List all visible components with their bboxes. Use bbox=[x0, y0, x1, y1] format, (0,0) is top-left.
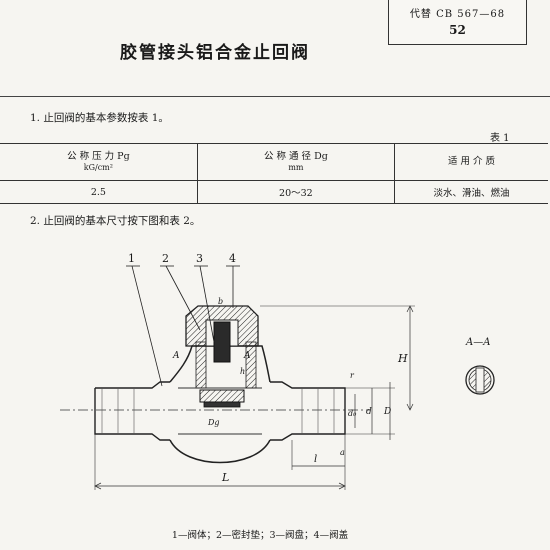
dim-r: r bbox=[350, 371, 355, 380]
parts-legend: 1—阀体；2—密封垫；3—阀盘；4—阀盖 bbox=[171, 530, 349, 541]
cell-pressure-value: 2.5 bbox=[0, 180, 198, 204]
part-label-1: 1 bbox=[128, 252, 135, 265]
dim-H: H bbox=[397, 352, 408, 365]
section-mark-a-right: A bbox=[243, 351, 251, 361]
dim-l: l bbox=[314, 454, 317, 465]
parameters-table: 公 称 压 力 Pg kG/cm² 公 称 通 径 Dg mm 适 用 介 质 … bbox=[0, 143, 548, 204]
header-medium-label: 适 用 介 质 bbox=[447, 156, 496, 167]
label-h: h bbox=[240, 367, 245, 376]
part-label-3: 3 bbox=[196, 252, 203, 265]
header-cell-medium: 适 用 介 质 bbox=[394, 143, 548, 181]
table-header-row: 公 称 压 力 Pg kG/cm² 公 称 通 径 Dg mm 适 用 介 质 bbox=[0, 143, 548, 181]
label-dg: Dg bbox=[207, 418, 220, 427]
body-wall-left bbox=[195, 341, 207, 389]
section-2-text: 2. 止回阀的基本尺寸按下图和表 2。 bbox=[30, 215, 201, 227]
dim-d0: d₀ bbox=[348, 409, 357, 418]
dim-a: a bbox=[340, 448, 345, 457]
left-hose-connector bbox=[94, 381, 170, 441]
table-1-label: 表 1 bbox=[490, 133, 510, 144]
document-title: 胶管接头铝合金止回阀 bbox=[120, 43, 310, 63]
section-mark-a-left: A bbox=[172, 351, 180, 361]
valve-disc-stem bbox=[213, 321, 231, 363]
header-pressure-unit: kG/cm² bbox=[83, 163, 113, 172]
replaces-standard-text: 代替 CB 567—68 bbox=[409, 9, 506, 20]
part-label-4: 4 bbox=[229, 252, 236, 265]
header-cell-pressure: 公 称 压 力 Pg kG/cm² bbox=[0, 143, 198, 181]
cell-diameter-value: 20～32 bbox=[196, 180, 395, 204]
dim-L: L bbox=[221, 471, 229, 484]
header-diameter-unit: mm bbox=[288, 163, 304, 172]
section-view-slot bbox=[475, 367, 485, 393]
section-view-label: A—A bbox=[465, 337, 490, 348]
section-1-text: 1. 止回阀的基本参数按表 1。 bbox=[30, 112, 169, 124]
part-label-2: 2 bbox=[162, 252, 169, 265]
right-hose-connector bbox=[270, 381, 346, 441]
cell-medium-value: 淡水、滑油、燃油 bbox=[394, 180, 548, 204]
header-diameter-label: 公 称 通 径 Dg bbox=[264, 151, 328, 162]
standard-stamp-box: 代替 CB 567—68 52 bbox=[388, 0, 527, 45]
header-pressure-label: 公 称 压 力 Pg bbox=[67, 151, 130, 162]
dim-d: d bbox=[366, 407, 372, 417]
label-b: b bbox=[218, 297, 223, 306]
table-row: 2.5 20～32 淡水、滑油、燃油 bbox=[0, 180, 548, 204]
seal-gasket bbox=[203, 401, 241, 408]
body-wall-right bbox=[245, 341, 257, 389]
dim-D: D bbox=[383, 407, 391, 417]
header-divider bbox=[0, 96, 550, 97]
page-number: 52 bbox=[449, 23, 466, 37]
valve-disc bbox=[199, 389, 245, 403]
